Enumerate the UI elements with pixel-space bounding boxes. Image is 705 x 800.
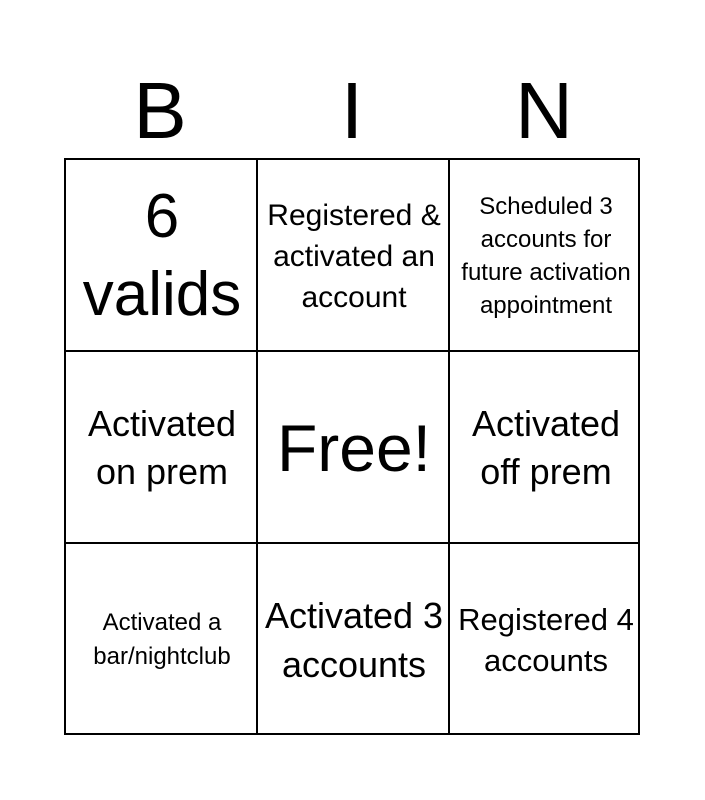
cell-text: Activated off prem	[471, 403, 621, 492]
grid-divider	[448, 160, 450, 733]
bingo-cell[interactable]: 6 valids	[66, 160, 258, 352]
free-space[interactable]: Free!	[258, 352, 450, 544]
bingo-cell[interactable]: Registered 4 accounts	[450, 544, 642, 736]
cell-text: Registered & activated an account	[267, 198, 441, 314]
grid-divider	[66, 542, 638, 544]
cell-text: Registered 4 accounts	[458, 602, 634, 678]
grid-divider	[256, 160, 258, 733]
bingo-cell[interactable]: Activated 3 accounts	[258, 544, 450, 736]
grid-divider	[66, 350, 638, 352]
bingo-cell[interactable]: Scheduled 3 accounts for future activati…	[450, 160, 642, 352]
cell-text: 6 valids	[82, 182, 242, 329]
bingo-board: 6 valids Registered & activated an accou…	[64, 158, 640, 735]
cell-text: Scheduled 3 accounts for future activati…	[461, 193, 631, 319]
cell-text: Activated a bar/nightclub	[93, 609, 231, 670]
column-header-i: I	[340, 66, 364, 155]
column-header-b: B	[133, 66, 187, 155]
cell-text: Activated 3 accounts	[264, 595, 444, 685]
cell-text: Free!	[276, 411, 432, 485]
bingo-cell[interactable]: Activated off prem	[450, 352, 642, 544]
cell-text: Activated on prem	[87, 403, 237, 492]
bingo-cell[interactable]: Registered & activated an account	[258, 160, 450, 352]
bingo-cell[interactable]: Activated a bar/nightclub	[66, 544, 258, 736]
bingo-cell[interactable]: Activated on prem	[66, 352, 258, 544]
column-header-n: N	[515, 66, 573, 155]
